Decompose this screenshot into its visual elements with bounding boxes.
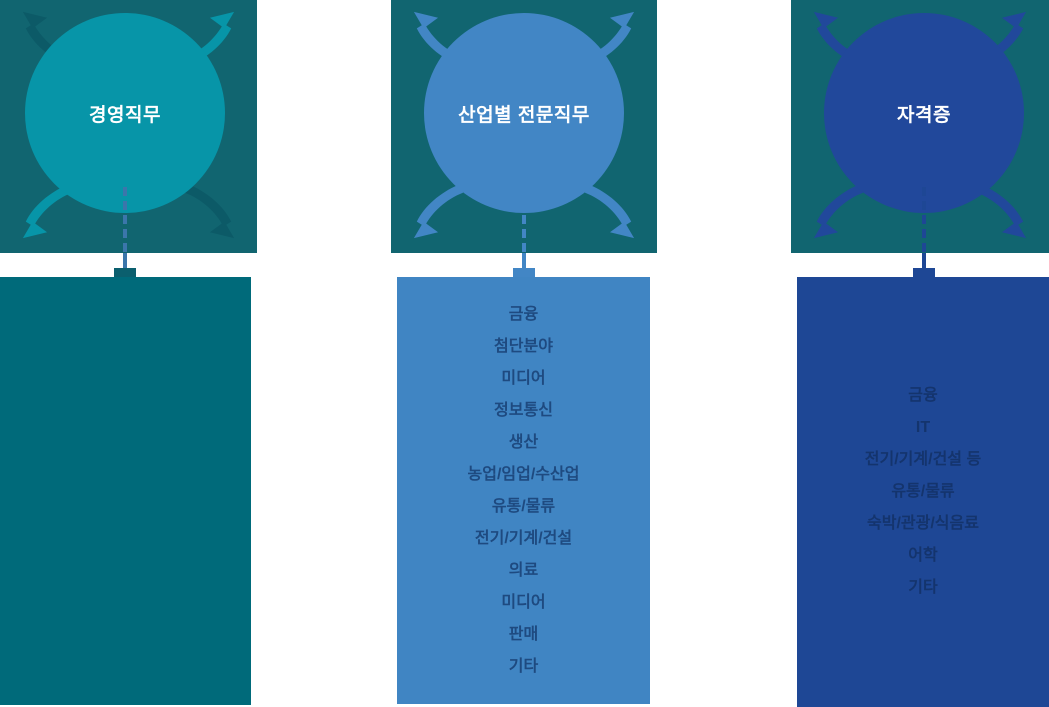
list-item: 유통/물류 xyxy=(491,497,556,515)
list-item: 첨단분야 xyxy=(494,337,553,355)
column-management-jobs: 경영직무 xyxy=(0,0,257,707)
list-item: 전기/기계/건설 xyxy=(474,529,573,547)
list-item: 판매 xyxy=(508,625,539,643)
curved-arrow-icon xyxy=(22,184,73,239)
category-title: 경영직무 xyxy=(89,104,161,126)
connector-solid-line xyxy=(922,253,926,269)
category-circle: 자격증 xyxy=(824,13,1024,213)
list-item: 농업/임업/수산업 xyxy=(467,465,580,483)
category-list-box xyxy=(0,277,251,705)
category-circle: 경영직무 xyxy=(25,13,225,213)
connector-tab xyxy=(913,268,935,277)
list-item: 숙박/관광/식음료 xyxy=(867,515,979,532)
connector-tab xyxy=(114,268,136,277)
category-title: 자격증 xyxy=(897,104,951,126)
connector-dashed-line xyxy=(522,187,526,253)
category-circle: 산업별 전문직무 xyxy=(424,13,624,213)
curved-arrow-icon xyxy=(584,184,635,239)
list-item: 기타 xyxy=(908,579,938,596)
list-item: 미디어 xyxy=(501,369,546,387)
curved-arrow-icon xyxy=(813,184,864,239)
list-item: 정보통신 xyxy=(494,401,553,419)
list-item: 의료 xyxy=(508,561,539,579)
connector-solid-line xyxy=(123,253,127,269)
header-block: 산업별 전문직무 xyxy=(391,0,657,253)
list-item: 생산 xyxy=(508,433,539,451)
list-item: 미디어 xyxy=(501,593,546,611)
list-item: 기타 xyxy=(508,657,539,675)
category-title: 산업별 전문직무 xyxy=(458,104,590,126)
connector-dashed-line xyxy=(922,187,926,253)
header-block: 자격증 xyxy=(791,0,1049,253)
header-block: 경영직무 xyxy=(0,0,257,253)
curved-arrow-icon xyxy=(976,184,1027,239)
list-item: IT xyxy=(915,419,931,436)
curved-arrow-icon xyxy=(184,184,235,239)
curved-arrow-icon xyxy=(413,184,464,239)
list-item: 금융 xyxy=(908,387,938,404)
list-item: 금융 xyxy=(508,305,539,323)
connector-solid-line xyxy=(522,253,526,269)
list-item: 어학 xyxy=(908,547,938,564)
list-item: 전기/기계/건설 등 xyxy=(864,451,982,468)
connector-dashed-line xyxy=(123,187,127,253)
list-item: 유통/물류 xyxy=(891,483,955,500)
connector-tab xyxy=(513,268,535,277)
